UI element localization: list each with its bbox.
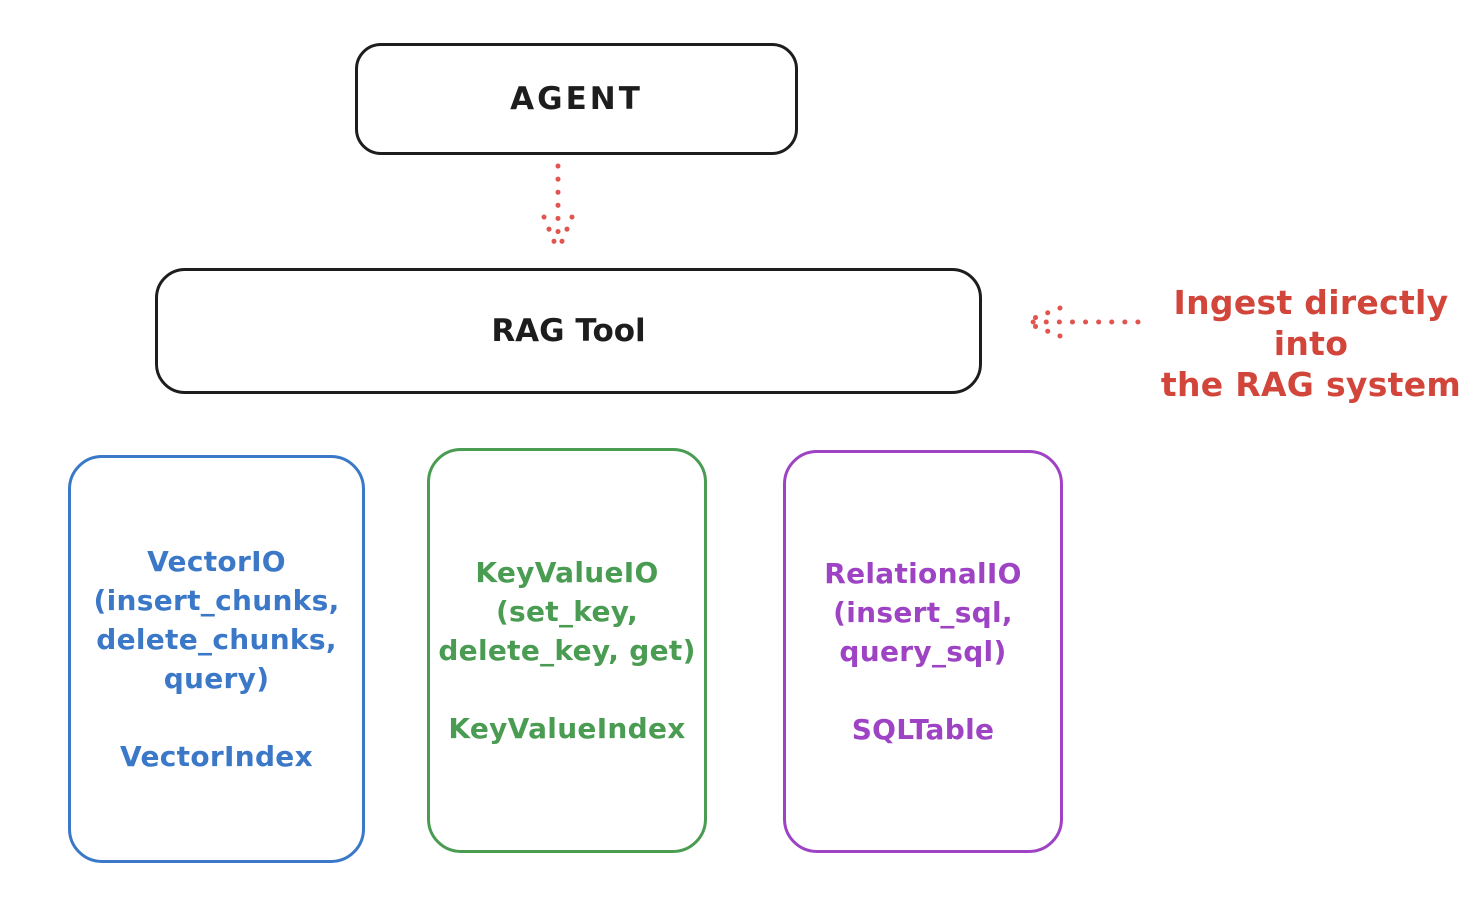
vector-io-node: VectorIO (insert_chunks, delete_chunks, … (68, 455, 365, 863)
ingest-annotation-line2: the RAG system (1160, 365, 1462, 404)
keyvalue-io-title: KeyValueIO (475, 556, 659, 589)
sql-table-label: SQLTable (851, 713, 995, 746)
ingest-arrow-icon (1012, 300, 1142, 344)
vector-io-methods-line2: delete_chunks, (96, 623, 337, 656)
rag-tool-label: RAG Tool (491, 313, 646, 349)
ingest-annotation: Ingest directly into the RAG system (1138, 282, 1484, 405)
relational-io-node: RelationalIO (insert_sql, query_sql) SQL… (783, 450, 1063, 853)
agent-to-rag-arrow-icon (538, 163, 578, 259)
keyvalue-io-methods-line2: delete_key, get) (438, 634, 696, 667)
relational-io-methods-line2: query_sql) (839, 635, 1007, 668)
relational-io-title: RelationalIO (824, 557, 1022, 590)
keyvalue-io-text: KeyValueIO (set_key, delete_key, get) Ke… (438, 553, 695, 748)
keyvalue-io-methods-line1: (set_key, (495, 595, 639, 628)
relational-io-methods-line1: (insert_sql, (833, 596, 1013, 629)
vector-io-methods-line1: (insert_chunks, (93, 584, 340, 617)
agent-node: AGENT (355, 43, 798, 155)
rag-tool-node: RAG Tool (155, 268, 982, 394)
ingest-annotation-line1: Ingest directly into (1173, 283, 1449, 363)
keyvalue-io-node: KeyValueIO (set_key, delete_key, get) Ke… (427, 448, 707, 853)
keyvalue-index-label: KeyValueIndex (448, 712, 686, 745)
agent-label: AGENT (510, 81, 643, 117)
vector-io-text: VectorIO (insert_chunks, delete_chunks, … (94, 542, 340, 776)
vector-io-title: VectorIO (147, 545, 286, 578)
vector-index-label: VectorIndex (120, 740, 313, 773)
vector-io-methods-line3: query) (163, 662, 270, 695)
relational-io-text: RelationalIO (insert_sql, query_sql) SQL… (824, 554, 1022, 749)
